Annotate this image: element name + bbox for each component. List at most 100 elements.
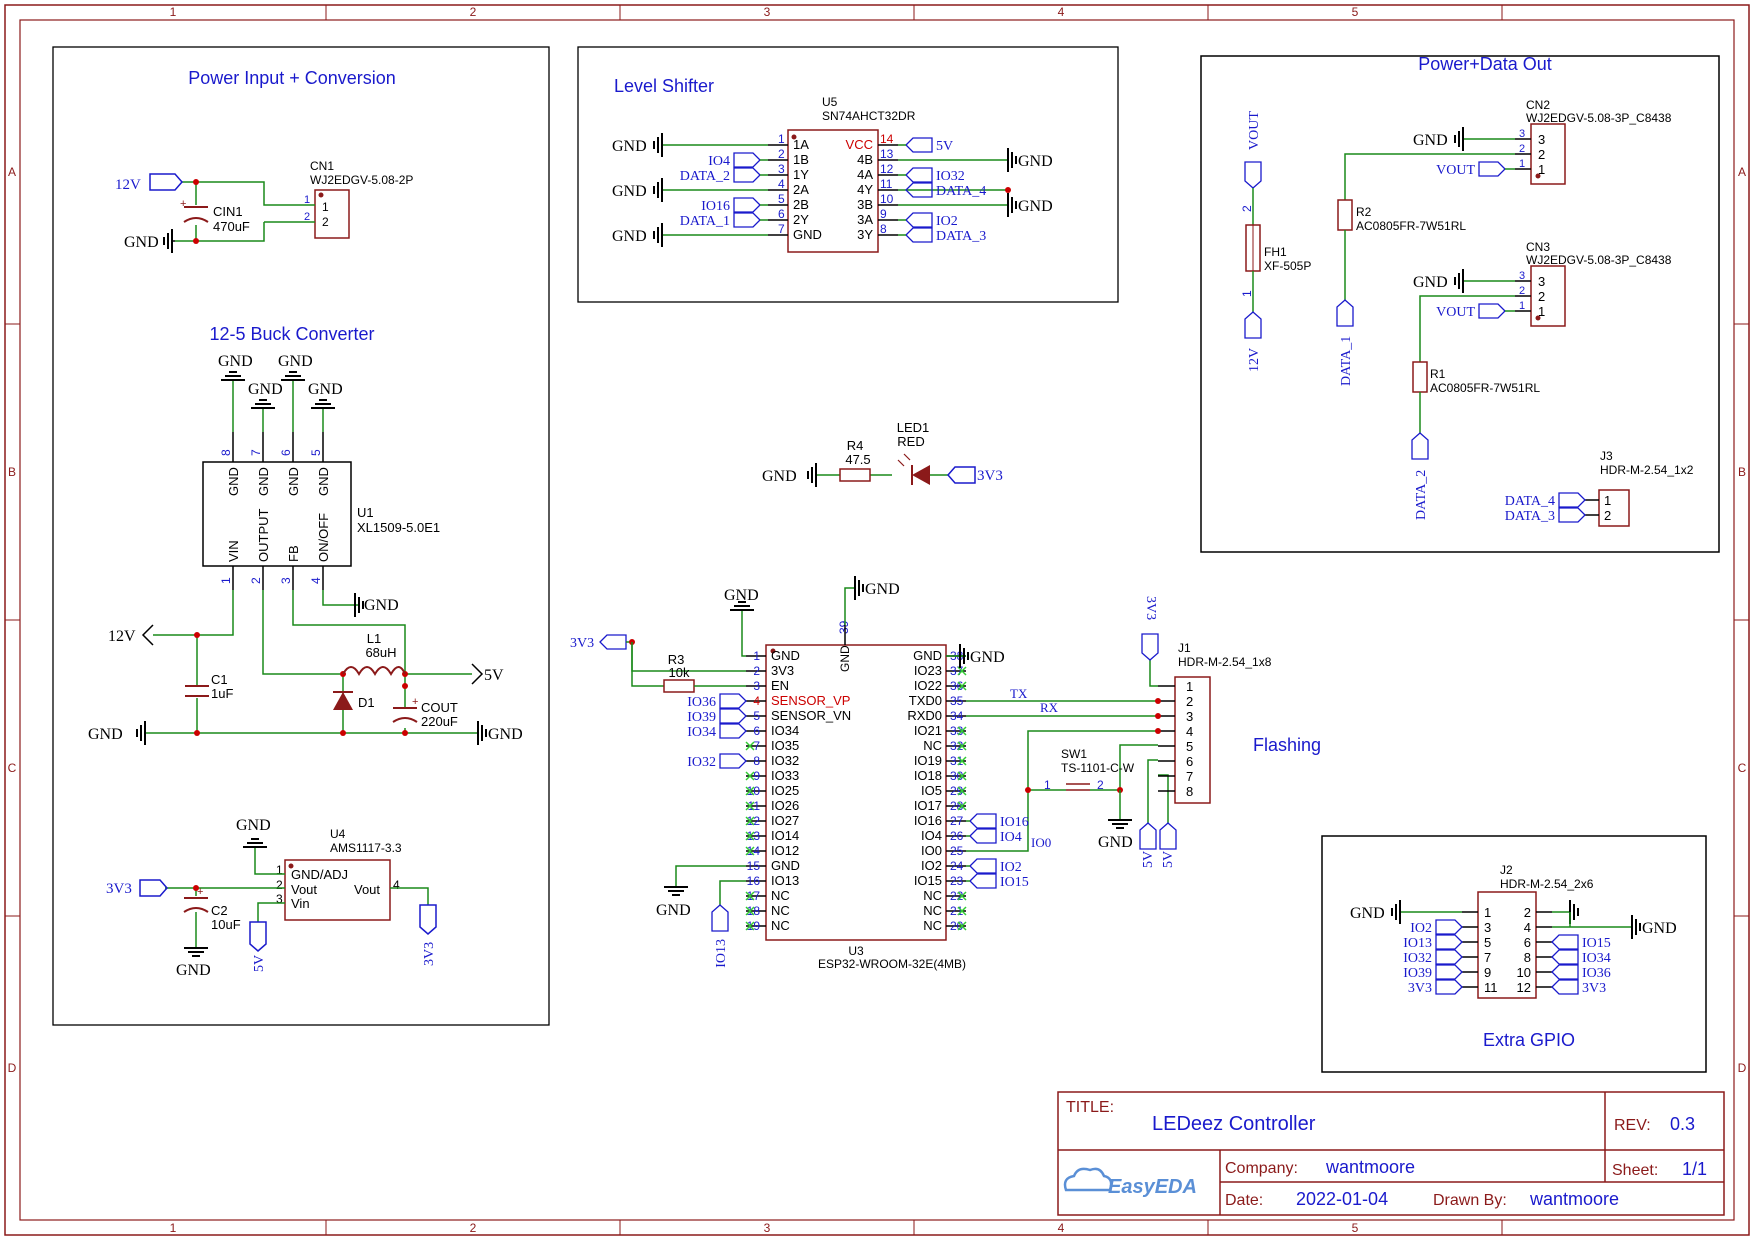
u1-pin-name: GND <box>316 467 331 496</box>
cn-pin-label: 2 <box>1538 289 1545 304</box>
u3-pin-name: NC <box>923 903 942 918</box>
net-flag <box>711 904 729 932</box>
data1-label: DATA_1 <box>1339 336 1354 386</box>
net-flag <box>1478 161 1506 177</box>
u1-buck-regulator: U1 XL1509-5.0E1 8GND7GND6GND5GND1VIN2OUT… <box>202 432 440 590</box>
j2-part: HDR-M-2.54_2x6 <box>1500 877 1594 891</box>
gnd-label: GND <box>612 138 647 155</box>
no-connect <box>957 741 967 751</box>
net-flag <box>733 197 761 213</box>
no-connect <box>957 726 967 736</box>
gnd-label: GND <box>1018 198 1053 215</box>
j1-pin-num: 5 <box>1186 739 1193 754</box>
frame-col-label: 2 <box>470 5 477 19</box>
net-flag-label: IO32 <box>1403 951 1432 966</box>
cin1-ref: CIN1 <box>213 204 243 219</box>
j2-pin-num: 10 <box>1517 965 1531 980</box>
title-block: TITLE: LEDeez Controller REV: 0.3 Compan… <box>1057 1091 1725 1216</box>
j2-pin-num: 8 <box>1524 950 1531 965</box>
cn-ref: CN3 <box>1526 240 1550 254</box>
led-indicator: R4 47.5 LED1 RED 3V3 GND <box>762 420 1003 487</box>
net-flag <box>1558 492 1586 508</box>
sw1-pin1: 1 <box>1044 778 1051 792</box>
net-flag <box>719 753 747 769</box>
u4-ref: U4 <box>330 827 346 841</box>
u3-pin-num: 3 <box>753 679 760 693</box>
net-flag <box>1139 822 1157 850</box>
c2-plus: + <box>197 886 203 898</box>
cin1-value: 470uF <box>213 219 250 234</box>
net-flag <box>1551 964 1579 980</box>
u5-pin-num: 5 <box>778 192 785 206</box>
io0-label: IO0 <box>1031 835 1051 850</box>
u5-pin-name: 1A <box>793 137 809 152</box>
net-flag <box>733 152 761 168</box>
u5-pin-name: 4Y <box>857 182 873 197</box>
u1-pin-num: 2 <box>249 577 263 584</box>
sw1-ref: SW1 <box>1061 747 1087 761</box>
net-3v3-u4-label: 3V3 <box>106 881 132 897</box>
frame-inner <box>19 19 1735 1221</box>
u5-pin-name: 4B <box>857 152 873 167</box>
sheet-value: 1/1 <box>1682 1159 1707 1179</box>
led1-value: RED <box>897 434 924 449</box>
net-flag-label: VOUT <box>1436 163 1475 178</box>
j1-pin-num: 7 <box>1186 769 1193 784</box>
no-connect <box>957 756 967 766</box>
j1-5v-b: 5V <box>1161 851 1176 868</box>
u3-pin-name: IO34 <box>771 723 799 738</box>
net-flag <box>1435 949 1463 965</box>
u3-pin-num: 31 <box>950 754 964 768</box>
j1-part: HDR-M-2.54_1x8 <box>1178 655 1272 669</box>
u1-pin-num: 8 <box>219 449 233 456</box>
sw1-pin2: 2 <box>1097 778 1104 792</box>
u1-pin-name: GND <box>226 467 241 496</box>
u5-pin-num: 7 <box>778 222 785 236</box>
u3-pin-name: IO26 <box>771 798 799 813</box>
frame-row-label: A <box>8 165 16 179</box>
gnd-symbol-c2: GND <box>176 947 211 979</box>
net-flag <box>733 167 761 183</box>
net-flag-label: IO2 <box>1000 860 1022 875</box>
u1-pin-num: 4 <box>309 577 323 584</box>
u3-pin-num: 33 <box>950 724 964 738</box>
net-flag-label: IO32 <box>687 755 716 770</box>
net-flag <box>1435 979 1463 995</box>
net-flag <box>969 813 997 829</box>
u3-pin-name: IO5 <box>921 783 942 798</box>
gnd-symbol-u1-pin4: GND <box>354 593 399 617</box>
net-flag-label: IO32 <box>936 169 965 184</box>
u3-pin-name: 3V3 <box>771 663 794 678</box>
net-flag-label: IO34 <box>1582 951 1611 966</box>
u3-pin-num: 10 <box>747 784 761 798</box>
no-connect <box>957 906 967 916</box>
frame-row-label: D <box>1738 1061 1747 1075</box>
u3-pin-num: 4 <box>753 694 760 708</box>
u3-pin-num: 28 <box>950 799 964 813</box>
u5-pin-name: 3Y <box>857 227 873 242</box>
net-flag-5v-u4: 5V <box>249 921 267 972</box>
d1-diode: D1 <box>333 691 375 710</box>
j1-pin-num: 2 <box>1186 694 1193 709</box>
net-flag <box>1435 934 1463 950</box>
u3-pin-name: IO12 <box>771 843 799 858</box>
j1-pin-num: 3 <box>1186 709 1193 724</box>
gnd-label-buck-left: GND <box>88 726 123 743</box>
j2-ref: J2 <box>1500 863 1513 877</box>
u5-pin-name: 1Y <box>793 167 809 182</box>
no-connect <box>745 846 755 856</box>
led-3v3-label: 3V3 <box>977 468 1003 484</box>
u3-pin-num: 25 <box>950 844 964 858</box>
level-shifter-box <box>577 46 1119 303</box>
net-flag <box>1551 949 1579 965</box>
gnd-label: GND <box>1413 132 1448 149</box>
tx-label: TX <box>1010 686 1028 701</box>
frame-row-label: D <box>8 1061 17 1075</box>
u3-pin-num: 30 <box>950 769 964 783</box>
u3-pin-name: IO13 <box>771 873 799 888</box>
c1-ref: C1 <box>211 672 228 687</box>
wire <box>1344 153 1515 200</box>
title-label: TITLE: <box>1066 1099 1114 1116</box>
j2-pin-num: 6 <box>1524 935 1531 950</box>
